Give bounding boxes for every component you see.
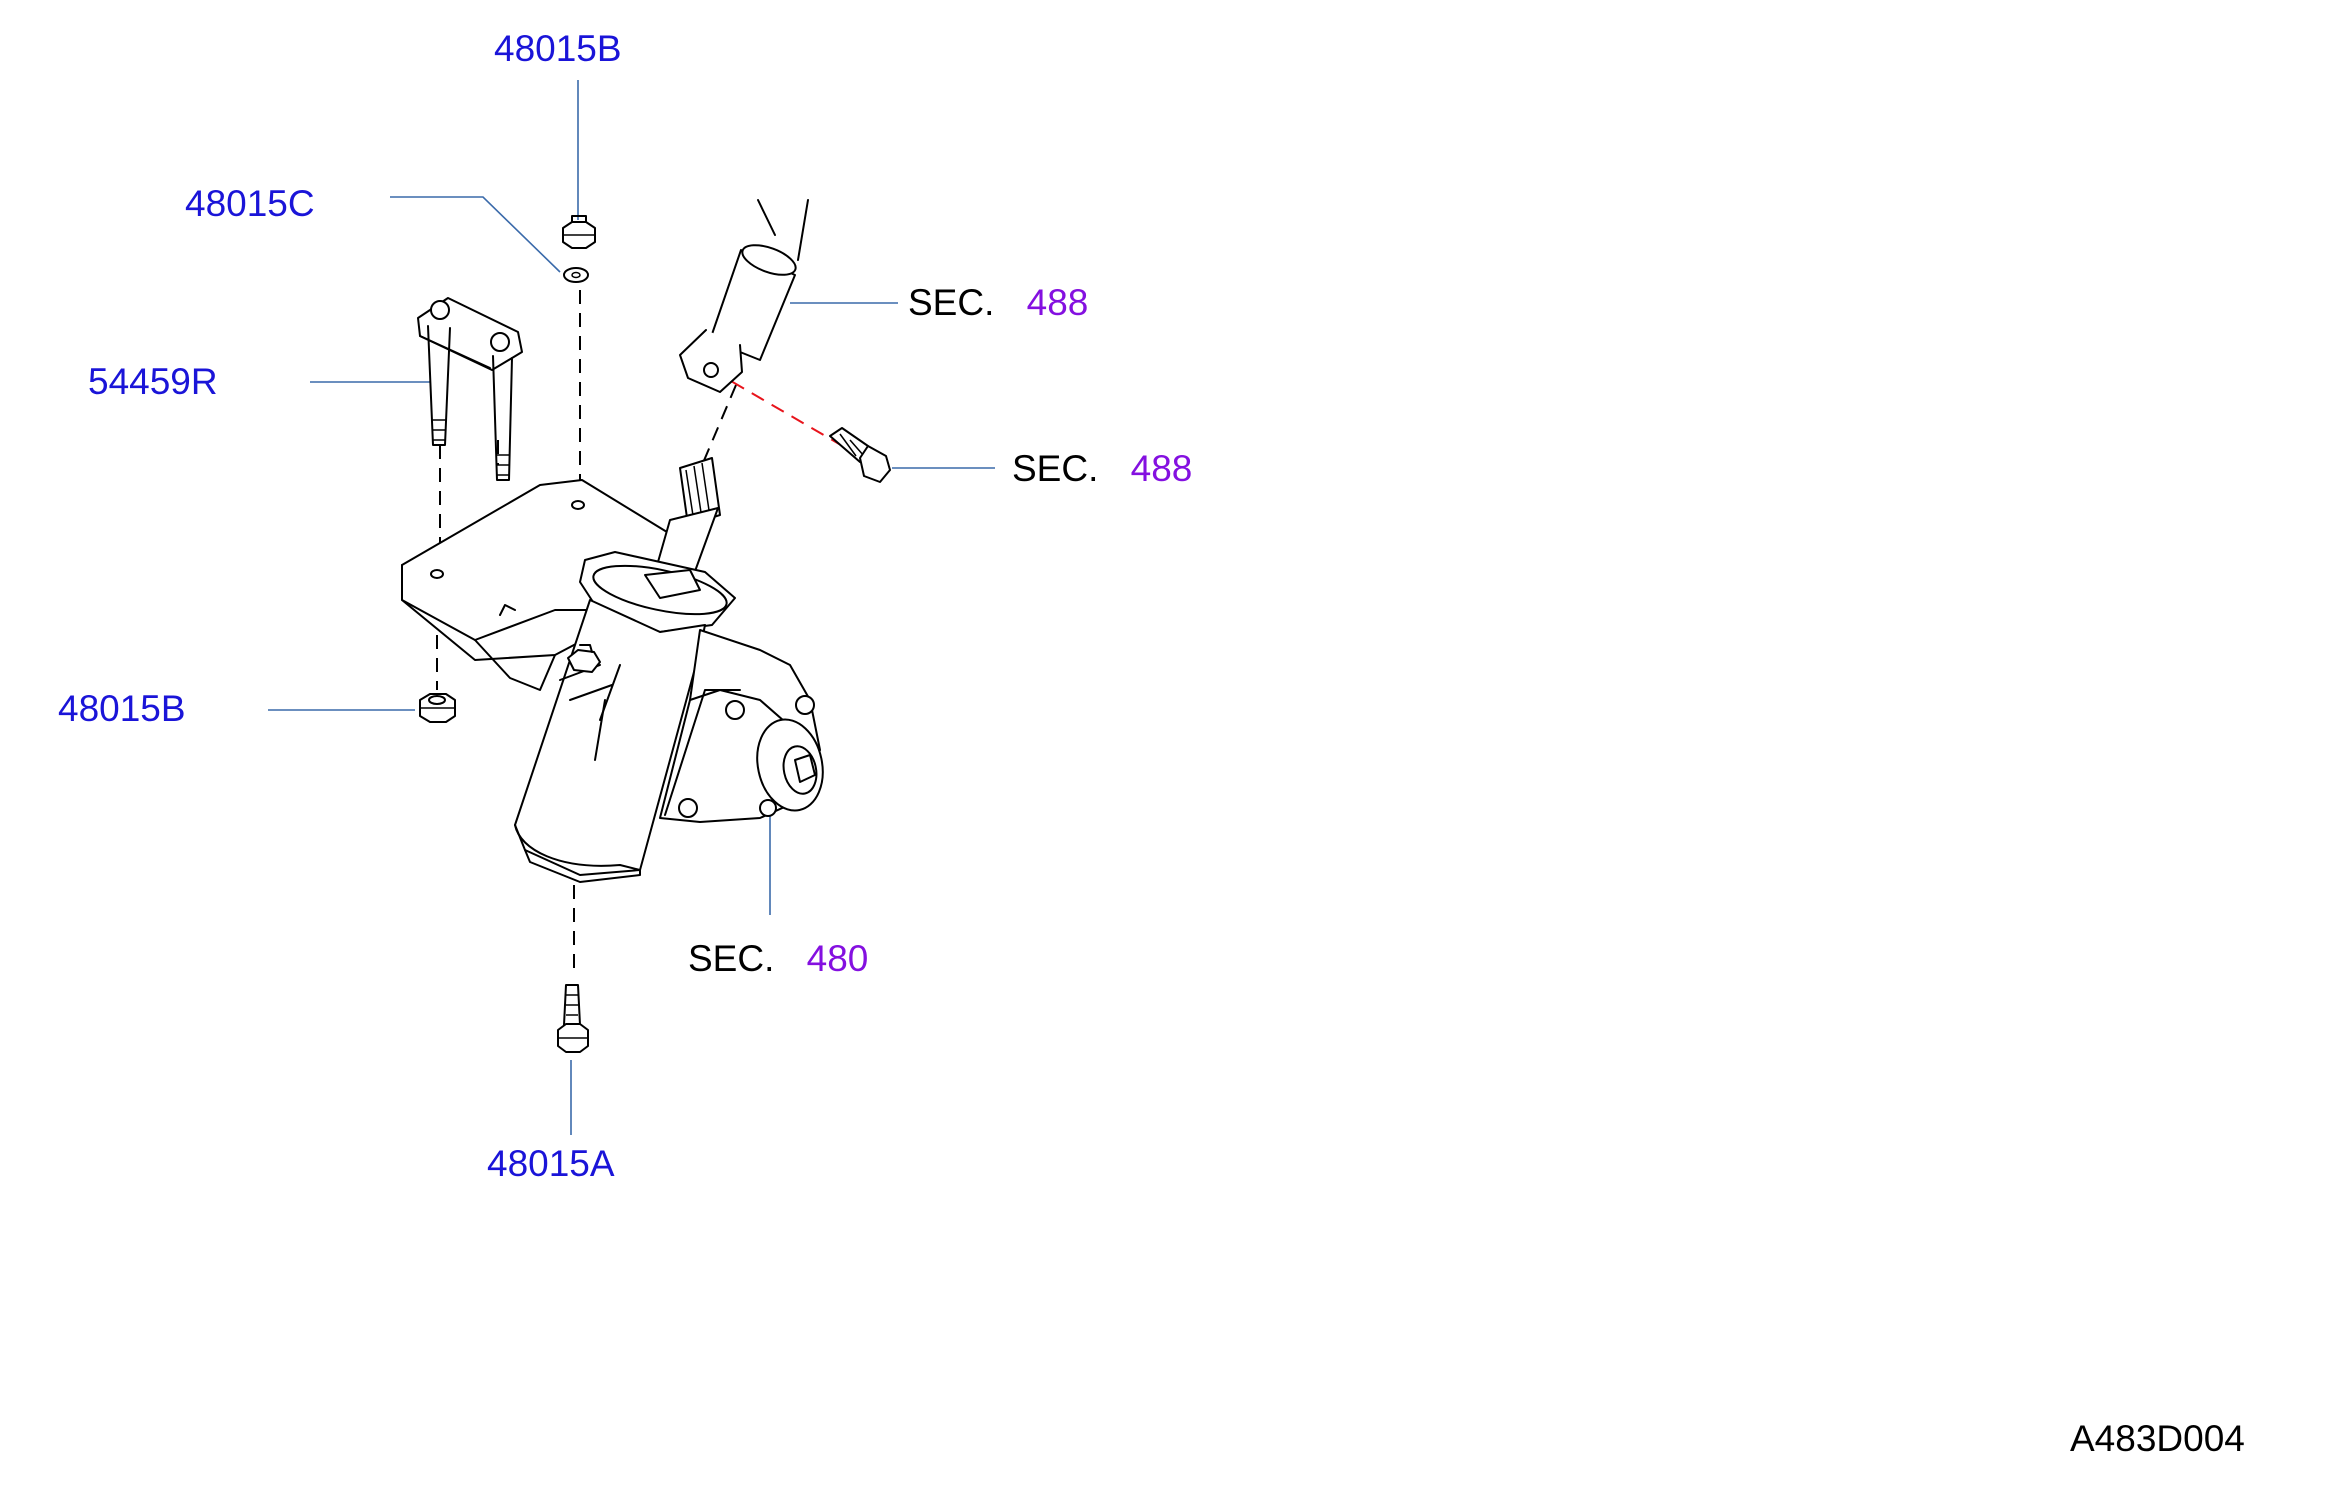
- steering-column-drawing: [679, 199, 809, 393]
- leader-48015c: [390, 196, 561, 273]
- side-bolt-drawing: [829, 427, 891, 483]
- section-ref-488-bolt: SEC. 488: [1012, 450, 1192, 487]
- sec-number-488-link[interactable]: 488: [1026, 282, 1089, 323]
- diagram-code: A483D004: [2070, 1418, 2245, 1459]
- callout-48015c[interactable]: 48015C: [185, 183, 315, 224]
- callout-54459r[interactable]: 54459R: [88, 361, 218, 402]
- ubolt-drawing: [417, 297, 523, 481]
- bottom-bolt-drawing: [557, 984, 589, 1053]
- callout-48015a[interactable]: 48015A: [487, 1143, 615, 1184]
- nut-bottom-drawing: [419, 693, 456, 723]
- callout-48015b-bottom[interactable]: 48015B: [58, 688, 186, 729]
- washer-drawing: [563, 267, 589, 283]
- section-ref-480-gear: SEC. 480: [688, 940, 868, 977]
- assembly-dashes: [436, 290, 847, 975]
- sec-word: SEC.: [908, 282, 995, 323]
- leader-lines: [268, 80, 995, 1135]
- sec-number-480-link[interactable]: 480: [806, 938, 869, 979]
- nut-top-drawing: [562, 215, 596, 249]
- section-ref-488-column: SEC. 488: [908, 284, 1088, 321]
- sec-word: SEC.: [688, 938, 775, 979]
- sec-number-488-link[interactable]: 488: [1130, 448, 1193, 489]
- callout-48015b-top[interactable]: 48015B: [494, 28, 622, 69]
- sec-word: SEC.: [1012, 448, 1099, 489]
- steering-gear-drawing: [514, 457, 824, 883]
